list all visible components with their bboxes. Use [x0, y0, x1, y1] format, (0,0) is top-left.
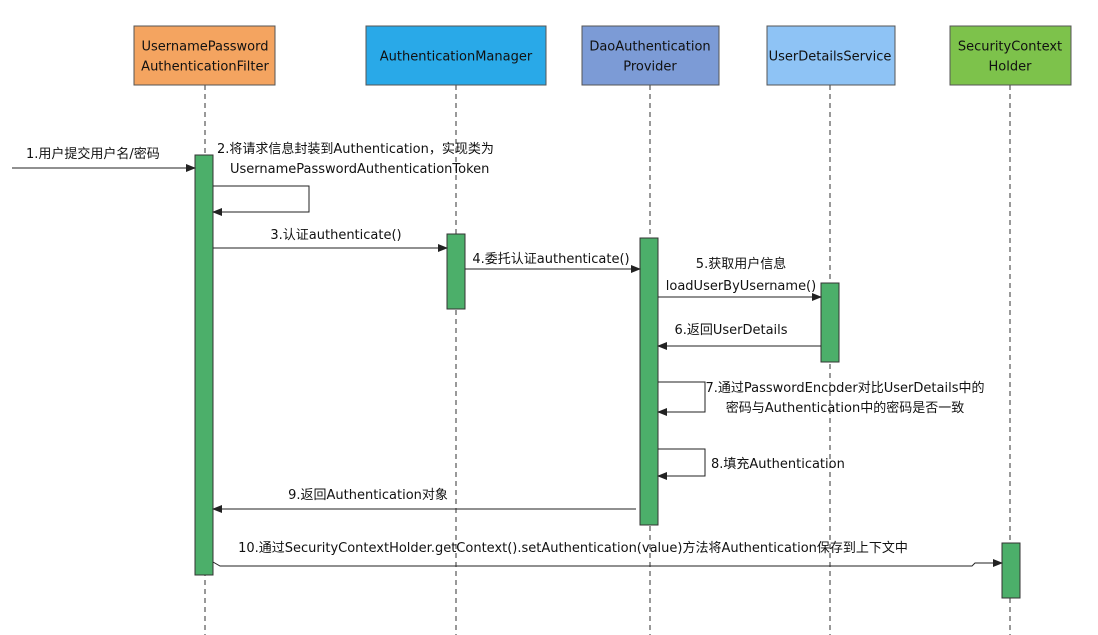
participant-box-holder: [949, 25, 1072, 86]
participant-box-uds: [766, 25, 896, 86]
message-label-m5: loadUserByUsername(): [666, 279, 816, 294]
participant-box-provider: [581, 25, 720, 86]
message-label-m8: 8.填充Authentication: [711, 456, 845, 472]
message-label-m2: UsernamePasswordAuthenticationToken: [230, 162, 489, 177]
message-label-m10: 10.通过SecurityContextHolder.getContext().…: [238, 540, 908, 556]
message-label-m3: 3.认证authenticate(): [270, 228, 401, 243]
activation-bar-holder: [1001, 542, 1021, 599]
arrow-m7: [657, 381, 706, 416]
participant-label-uds: UserDetailsService: [769, 50, 892, 65]
participant-manager: AuthenticationManager: [365, 25, 547, 86]
participant-label-provider: Provider: [623, 60, 677, 75]
message-label-m5: 5.获取用户信息: [696, 256, 786, 272]
message-label-m2: 2.将请求信息封装到Authentication，实现类为: [217, 141, 494, 157]
participant-label-holder: SecurityContext: [958, 40, 1062, 55]
message-label-m7: 7.通过PasswordEncoder对比UserDetails中的: [706, 380, 985, 396]
message-label-m4: 4.委托认证authenticate(): [472, 252, 629, 267]
participant-label-manager: AuthenticationManager: [380, 50, 533, 65]
participant-box-manager: [365, 25, 547, 86]
activation-bar-manager: [446, 233, 466, 310]
message-label-m6: 6.返回UserDetails: [674, 323, 787, 338]
message-label-m1: 1.用户提交用户名/密码: [26, 146, 160, 162]
message-label-m9: 9.返回Authentication对象: [288, 488, 448, 503]
participant-label-holder: Holder: [989, 60, 1033, 75]
participant-holder: SecurityContextHolder: [949, 25, 1072, 86]
activation-bar-uds: [820, 282, 840, 363]
participant-uds: UserDetailsService: [766, 25, 896, 86]
message-label-m7: 密码与Authentication中的密码是否一致: [726, 400, 964, 416]
arrow-m8: [657, 448, 706, 480]
arrow-m2: [212, 185, 310, 216]
arrow-m10: [212, 559, 1003, 567]
participant-box-filter: [133, 25, 276, 86]
activation-bar-filter: [194, 154, 214, 576]
participant-label-provider: DaoAuthentication: [589, 40, 710, 55]
activation-bar-provider: [639, 237, 659, 526]
participant-label-filter: AuthenticationFilter: [141, 60, 269, 75]
participant-label-filter: UsernamePassword: [142, 40, 269, 55]
